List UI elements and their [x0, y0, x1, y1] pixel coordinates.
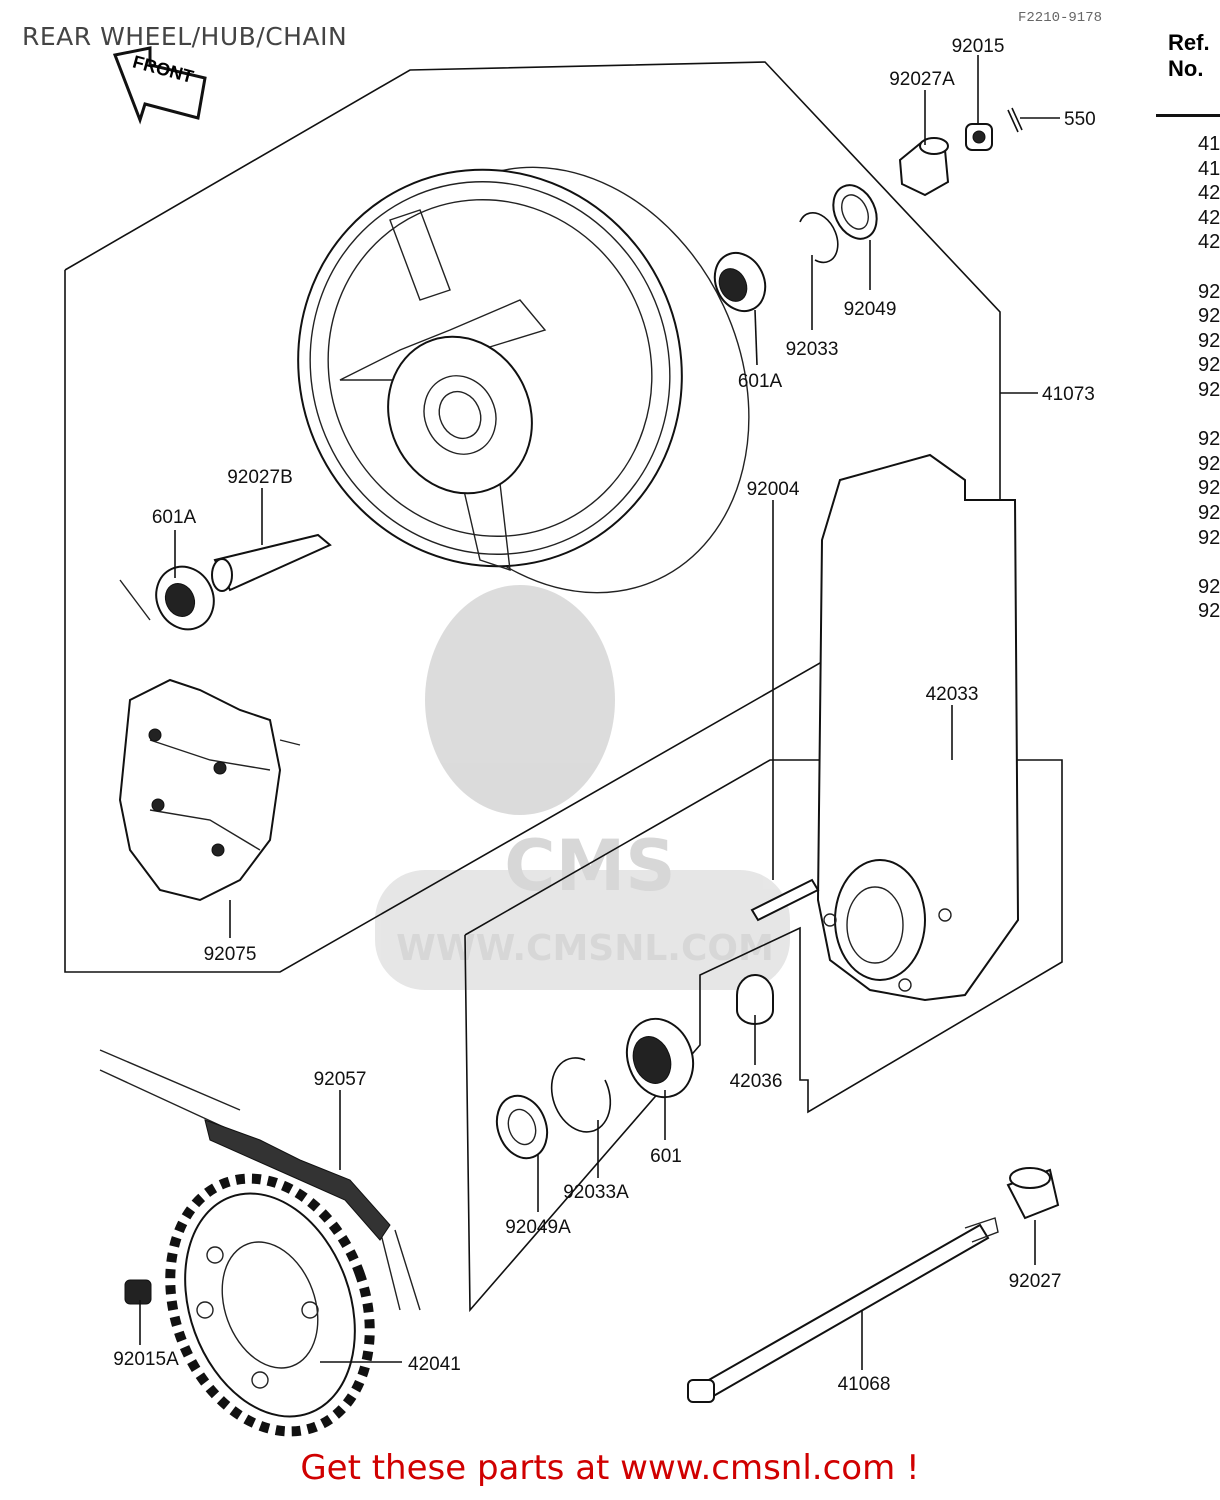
part-92015-nut[interactable]	[965, 123, 993, 151]
callout-92057[interactable]: 92057	[314, 1069, 367, 1090]
callout-41068[interactable]: 41068	[838, 1374, 891, 1395]
callout-92027A[interactable]: 92027A	[889, 69, 955, 90]
callout-601A-left[interactable]: 601A	[152, 507, 197, 528]
callout-92033[interactable]: 92033	[786, 339, 839, 360]
part-92027A-collar[interactable]	[898, 137, 950, 197]
part-550-cotter-pin[interactable]	[1007, 107, 1023, 133]
guide-line	[119, 579, 151, 621]
part-92033-circlip[interactable]	[799, 212, 839, 264]
callout-41073[interactable]: 41073	[1042, 384, 1095, 405]
part-92049A-washer[interactable]	[489, 1089, 556, 1166]
diagram-title: REAR WHEEL/HUB/CHAIN	[22, 22, 348, 51]
watermark-url: WWW.CMSNL.COM	[396, 928, 774, 969]
watermark-mascot-icon	[425, 585, 615, 815]
ref-item[interactable]: 92	[1198, 354, 1220, 377]
ref-item[interactable]: 92	[1198, 501, 1220, 524]
callout-92027B[interactable]: 92027B	[227, 467, 293, 488]
ref-item[interactable]: 92	[1198, 526, 1220, 549]
callout-42033[interactable]: 42033	[926, 684, 979, 705]
exploded-parts-diagram: CMS WWW.CMSNL.COM FRONT	[64, 36, 1096, 1440]
callout-92049[interactable]: 92049	[844, 299, 897, 320]
callout-92015[interactable]: 92015	[952, 36, 1005, 57]
callout-601[interactable]: 601	[650, 1146, 682, 1167]
part-92027B-spacer-tube[interactable]	[211, 533, 332, 592]
cms-watermark: CMS WWW.CMSNL.COM	[375, 585, 790, 990]
part-92057-chain[interactable]	[99, 1049, 421, 1311]
callout-92027[interactable]: 92027	[1009, 1271, 1062, 1292]
callout-labels: 92015 92027A 550 92049 92033 601A 41073 …	[113, 36, 1095, 1395]
part-92027-collar[interactable]	[1006, 1167, 1060, 1220]
ref-heading-line1: Ref.	[1168, 30, 1210, 55]
callout-92075[interactable]: 92075	[204, 944, 257, 965]
callout-92033A[interactable]: 92033A	[563, 1182, 629, 1203]
part-92015A-nut[interactable]	[124, 1279, 152, 1305]
callout-550[interactable]: 550	[1064, 109, 1096, 130]
rear-wheel[interactable]	[233, 106, 816, 653]
ref-item[interactable]: 92	[1198, 452, 1220, 475]
callout-601A-top[interactable]: 601A	[738, 371, 783, 392]
ref-item[interactable]: 42	[1198, 206, 1220, 229]
diagram-code: F2210-9178	[1018, 10, 1103, 26]
footer-link[interactable]: Get these parts at www.cmsnl.com !	[300, 1448, 920, 1488]
ref-item[interactable]: 41	[1198, 133, 1220, 155]
part-92004-stud[interactable]	[750, 878, 820, 922]
ref-item[interactable]: 92	[1198, 378, 1220, 401]
leader-lines	[139, 55, 1060, 1370]
ref-item[interactable]: 92	[1198, 477, 1220, 500]
part-92033A-circlip[interactable]	[550, 1057, 612, 1133]
wheel-assembly-outline	[64, 61, 1001, 973]
callout-92049A[interactable]: 92049A	[505, 1217, 571, 1238]
ref-heading-line2: No.	[1168, 56, 1204, 81]
part-41068-axle[interactable]	[687, 1217, 999, 1403]
ref-column-rule	[1156, 114, 1220, 117]
part-42041-sprocket[interactable]	[136, 1150, 403, 1440]
watermark-badge	[375, 870, 790, 990]
ref-item[interactable]: 92	[1198, 305, 1220, 328]
callout-92004[interactable]: 92004	[747, 479, 800, 500]
ref-item[interactable]: 42	[1198, 231, 1220, 254]
ref-item[interactable]: 42	[1198, 182, 1220, 205]
guide-line	[279, 739, 301, 746]
ref-column-heading: Ref. No.	[1168, 30, 1210, 82]
watermark-logo-text: CMS	[504, 825, 675, 907]
callout-42041[interactable]: 42041	[408, 1354, 461, 1375]
ref-item[interactable]: 92	[1198, 280, 1220, 303]
part-92049-washer[interactable]	[825, 178, 885, 246]
ref-column-list: 41 41 42 42 42 92 92 92 92 92 92 92 92 9…	[1198, 132, 1220, 624]
part-601-bearing[interactable]	[616, 1009, 704, 1106]
callout-42036[interactable]: 42036	[730, 1071, 783, 1092]
part-42033-hub[interactable]	[816, 453, 1020, 1002]
ref-item[interactable]: 92	[1198, 329, 1220, 352]
ref-item[interactable]: 92	[1198, 600, 1220, 623]
part-601A-bearing-left[interactable]	[146, 557, 224, 639]
ref-item[interactable]: 92	[1198, 575, 1220, 598]
ref-item[interactable]: 41	[1198, 157, 1220, 180]
front-arrow-icon: FRONT	[112, 46, 207, 125]
part-601A-bearing-top[interactable]	[706, 245, 775, 320]
part-92075-damper[interactable]	[118, 678, 282, 902]
ref-item[interactable]: 92	[1198, 428, 1220, 451]
callout-92015A[interactable]: 92015A	[113, 1349, 179, 1370]
